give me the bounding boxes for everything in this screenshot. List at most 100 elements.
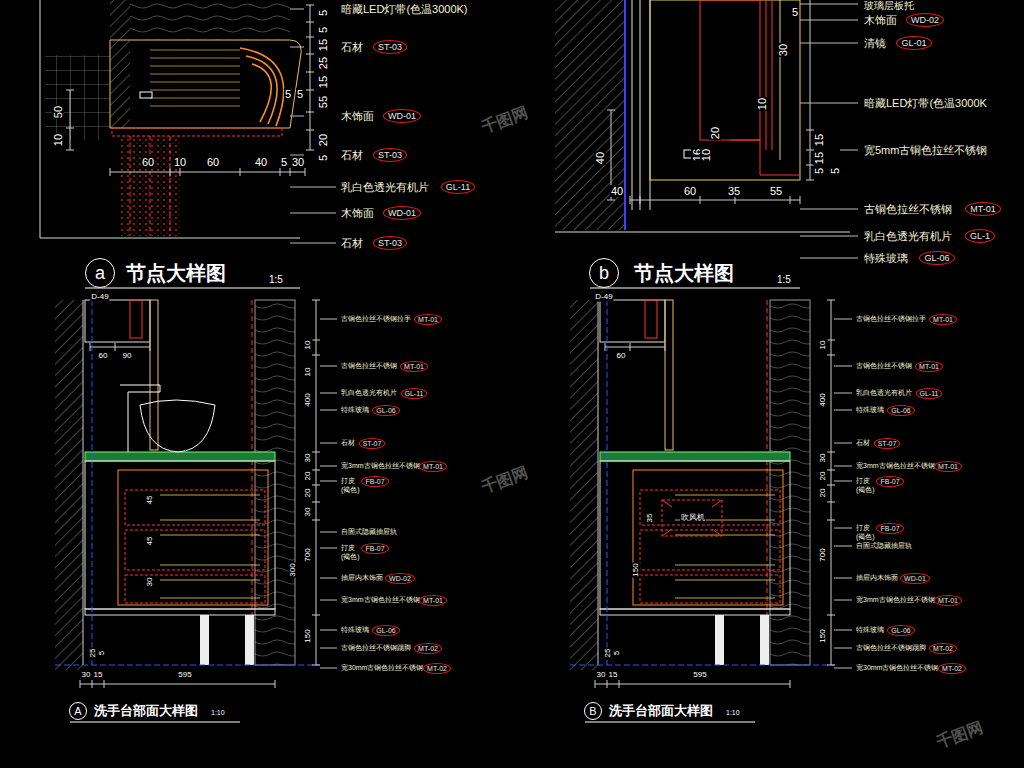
dimension-text: 30 [304, 453, 313, 464]
callout-text: 乳白色透光有机片 [863, 230, 953, 242]
tag-text: WD-02 [911, 14, 939, 26]
dimension-text: 40 [610, 185, 624, 197]
dimension-text: 595 [177, 671, 192, 680]
tag-text: WD-01 [904, 574, 926, 583]
callout-text: 抽屉内木饰面 [340, 574, 384, 582]
dimension-text: 60 [98, 352, 109, 361]
material-tag: ST-03 [373, 40, 407, 54]
tag-text: a [95, 260, 105, 286]
callout-text: 特殊玻璃 [340, 406, 370, 414]
callout-text: 特殊玻璃 [340, 626, 370, 634]
material-tag: MT-01 [915, 361, 943, 372]
detail-a [40, 0, 336, 288]
dimension-line [80, 680, 275, 688]
material-tag: FB-07 [876, 523, 903, 534]
callout-text: 木饰面 [340, 207, 375, 219]
dimension-text: 20 [304, 488, 313, 499]
watermark: 千图网 [478, 463, 531, 497]
section-marker: A [69, 702, 87, 720]
dimension-text: 35 [646, 513, 655, 524]
dimension-text: 40 [254, 156, 268, 168]
tag-text: MT-01 [418, 315, 438, 324]
dimension-text: 55 [769, 185, 783, 197]
upper-trim [130, 300, 142, 338]
callout-text: 古铜色拉丝不锈钢拉手 [855, 315, 927, 323]
dimension-text: 700 [304, 547, 313, 562]
tile-wall [45, 55, 110, 140]
tag-text: MT-01 [970, 203, 996, 215]
callout-text: 宽3mm古铜色拉丝不锈钢 [340, 596, 421, 604]
dimension-text: 5 [813, 167, 825, 175]
callout-text: 特殊玻璃 [863, 252, 909, 264]
dimension-text: 5 [98, 650, 107, 656]
callout-text: 打皮 [340, 477, 356, 485]
tag-text: A [74, 704, 81, 719]
callout-text: 石材 [340, 237, 364, 249]
material-tag: GL-06 [372, 625, 399, 636]
wood-panel [130, 0, 290, 40]
dimension-line [66, 90, 74, 150]
dimension-text: 20 [819, 488, 828, 499]
vanity-section [55, 300, 320, 688]
dimension-text: 30 [81, 671, 92, 680]
callout-text: 石材 [855, 439, 871, 447]
dimension-text: 5 [829, 167, 841, 175]
dimension-text: 595 [692, 671, 707, 680]
callout-text: 暗藏LED灯带(色温3000K) [340, 3, 469, 15]
dimension-text: 5 [317, 154, 329, 162]
callout-text: 抽屉内木饰面 [855, 574, 899, 582]
wall-hatch [110, 0, 130, 128]
tag-text: GL-06 [376, 406, 395, 415]
callout-text: 宽3mm古铜色拉丝不锈钢 [855, 596, 936, 604]
material-tag: GL-06 [919, 251, 954, 265]
dimension-text: 20 [317, 133, 329, 147]
section-marker: b [589, 258, 619, 288]
heading-text: 1:5 [268, 274, 284, 285]
drawer [125, 575, 265, 603]
watermark: 千图网 [933, 718, 986, 752]
material-tag: GL-01 [896, 36, 931, 50]
leader-line [320, 319, 337, 668]
heading-text: 1:10 [210, 709, 226, 717]
tag-text: ST-07 [878, 439, 897, 448]
callout-text: 石材 [340, 149, 364, 161]
tag-text: GL-11 [920, 389, 939, 398]
tag-text: GL-06 [924, 252, 949, 264]
dimension-text: 30 [777, 43, 789, 57]
dimension-text: 55 [317, 95, 329, 109]
material-tag: WD-01 [383, 206, 421, 220]
dimension-text: 50 [52, 105, 64, 119]
wall-face [83, 300, 84, 665]
steel-step [730, 140, 800, 175]
dimension-text: 10 [304, 340, 313, 351]
dimension-text: 30 [304, 507, 313, 518]
tag-text: WD-01 [388, 110, 416, 122]
dimension-text: 40 [594, 151, 606, 165]
dimension-text: 15 [317, 75, 329, 89]
callout-text: 特殊玻璃 [855, 626, 885, 634]
tag-text: MT-01 [938, 462, 958, 471]
wall-hatch [555, 0, 625, 230]
dimension-text: 15 [93, 671, 104, 680]
dimension-text: 150 [304, 628, 313, 643]
leader-line [290, 9, 336, 243]
dimension-text: 45 [146, 536, 155, 547]
material-tag: ST-03 [373, 236, 407, 250]
heading-text: 节点大样图 [125, 262, 227, 284]
hair-dryer-box [662, 500, 722, 536]
dimension-text: 20 [819, 471, 828, 482]
dimension-text: 5 [613, 650, 622, 656]
floor-line [55, 665, 320, 666]
dimension-text: 5 [317, 9, 329, 17]
callout-text: 乳白色透光有机片 [855, 389, 913, 397]
callout-text: 暗藏LED灯带(色温3000K [863, 97, 988, 109]
drawer [125, 530, 265, 570]
tag-text: MT-02 [427, 664, 447, 673]
cabinet-inner [118, 470, 268, 605]
dimension-line [312, 300, 320, 665]
callout-text: 古铜色拉丝不锈钢 [855, 362, 913, 370]
leg [200, 615, 209, 665]
callout-text: (褐色) [340, 486, 361, 494]
tag-text: FB-07 [880, 477, 899, 486]
